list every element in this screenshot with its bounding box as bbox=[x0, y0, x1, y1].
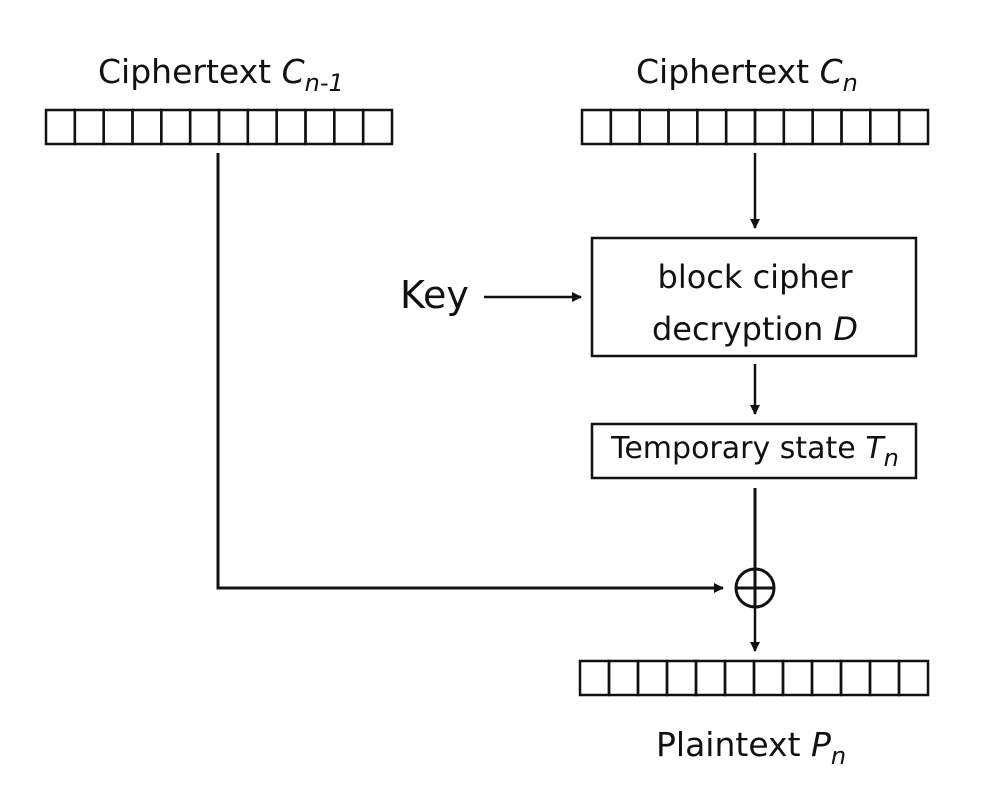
block-cell bbox=[868, 659, 901, 697]
block-cell bbox=[810, 659, 843, 697]
block-cell bbox=[217, 108, 250, 146]
block-cell bbox=[782, 108, 814, 146]
block-cell bbox=[723, 659, 756, 697]
block-cell bbox=[667, 108, 699, 146]
block-cell bbox=[578, 659, 611, 697]
temporary-state-box bbox=[590, 422, 918, 480]
block-cell bbox=[665, 659, 698, 697]
block-cell bbox=[638, 108, 670, 146]
temporary-state-label: Temporary state Tn bbox=[611, 431, 899, 472]
block-cell bbox=[246, 108, 278, 146]
block-cell bbox=[724, 108, 757, 146]
block-cell bbox=[73, 108, 105, 146]
ciphertext-current-block bbox=[580, 108, 930, 146]
ciphertext-prev-label: Ciphertext Cn-1 bbox=[98, 52, 344, 97]
xor-icon bbox=[734, 567, 776, 609]
block-cell bbox=[304, 108, 336, 146]
block-cell bbox=[839, 659, 872, 697]
block-cell bbox=[361, 108, 394, 146]
block-cell bbox=[44, 108, 77, 146]
block-cell bbox=[752, 659, 785, 697]
line-cprev-to-xor bbox=[216, 153, 724, 593]
block-cell bbox=[188, 108, 221, 146]
block-cell bbox=[275, 108, 307, 146]
decryption-box bbox=[590, 236, 918, 358]
block-cell bbox=[102, 108, 134, 146]
block-cell bbox=[897, 108, 930, 146]
block-cell bbox=[840, 108, 872, 146]
block-cell bbox=[897, 659, 930, 697]
block-cell bbox=[131, 108, 163, 146]
block-cell bbox=[869, 108, 901, 146]
block-cell bbox=[333, 108, 365, 146]
block-cell bbox=[607, 659, 640, 697]
block-cell bbox=[696, 108, 728, 146]
plaintext-block bbox=[578, 659, 930, 697]
plaintext-label: Plaintext Pn bbox=[656, 725, 847, 770]
block-cell bbox=[753, 108, 786, 146]
block-cell bbox=[160, 108, 192, 146]
key-label: Key bbox=[400, 273, 469, 317]
ciphertext-current-label: Ciphertext Cn bbox=[636, 52, 858, 97]
block-cell bbox=[781, 659, 814, 697]
ciphertext-prev-block bbox=[44, 108, 394, 146]
block-cell bbox=[609, 108, 641, 146]
block-cell bbox=[811, 108, 843, 146]
block-cell bbox=[636, 659, 669, 697]
block-cell bbox=[694, 659, 727, 697]
block-cell bbox=[580, 108, 613, 146]
